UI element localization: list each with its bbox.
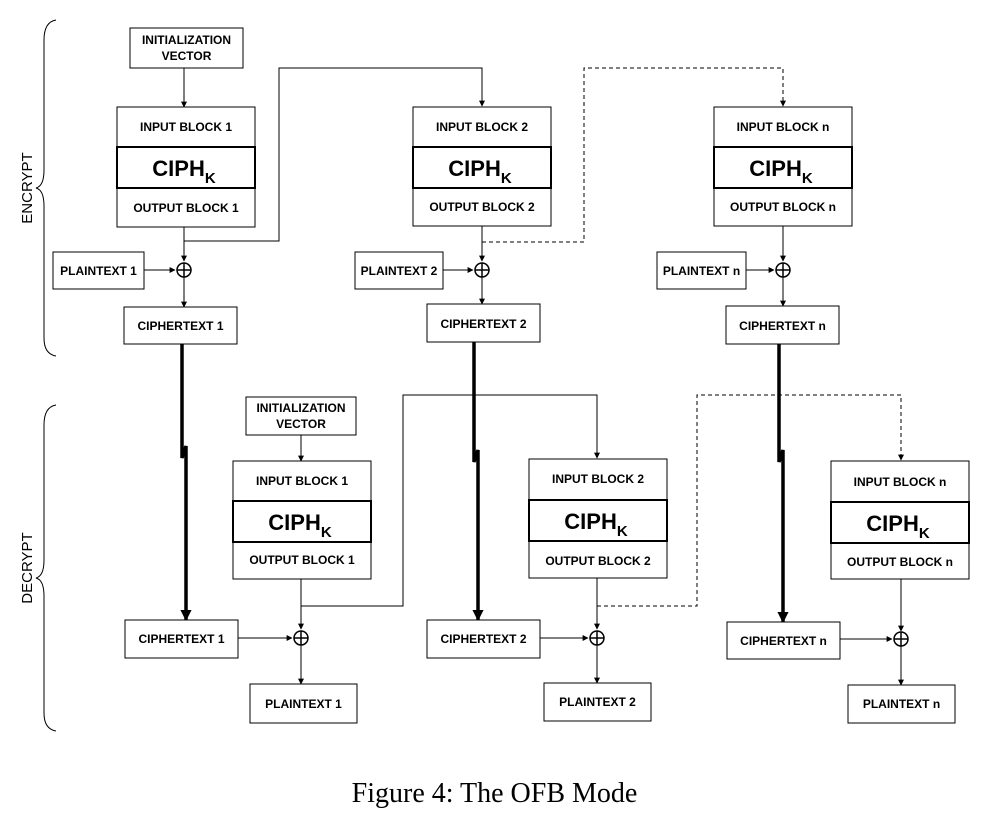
encrypt-ciph-1: CIPHK	[152, 156, 216, 187]
encrypt-plaintext-2-box	[354, 251, 444, 290]
decrypt-iv-line2: VECTOR	[276, 417, 326, 431]
encrypt-label: ENCRYPT	[19, 152, 36, 223]
encrypt-plaintext-n-box	[656, 251, 747, 290]
transmission-line-n	[777, 344, 789, 624]
encrypt-output-block-n: OUTPUT BLOCK n	[730, 200, 836, 214]
xor-icon	[589, 630, 605, 646]
decrypt-brace	[35, 404, 57, 732]
decrypt-output-block-n: OUTPUT BLOCK n	[847, 555, 953, 569]
decrypt-input-block-n: INPUT BLOCK n	[854, 475, 947, 489]
encrypt-ciphertext-n-box	[725, 305, 840, 345]
encrypt-output-block-2: OUTPUT BLOCK 2	[429, 200, 535, 214]
encrypt-ciphertext-n: CIPHERTEXT n	[739, 319, 826, 333]
xor-icon	[893, 631, 909, 647]
figure-caption: Figure 4: The OFB Mode	[351, 778, 638, 809]
decrypt-ciphertext-1-box	[124, 619, 239, 659]
decrypt-plaintext-1-box	[249, 683, 358, 724]
encrypt-iv-line1: INITIALIZATION	[142, 33, 231, 47]
encrypt-output-block-1: OUTPUT BLOCK 1	[133, 201, 239, 215]
decrypt-cipher-block-n: INPUT BLOCK n CIPHK OUTPUT BLOCK n	[830, 460, 970, 580]
decrypt-ciphertext-1: CIPHERTEXT 1	[138, 632, 224, 646]
encrypt-ciphertext-2: CIPHERTEXT 2	[440, 317, 526, 331]
encrypt-ciphertext-1: CIPHERTEXT 1	[137, 319, 223, 333]
encrypt-iv-line2: VECTOR	[162, 49, 212, 63]
encrypt-ciph-2: CIPHK	[448, 156, 512, 187]
decrypt-plaintext-n: PLAINTEXT n	[863, 697, 940, 711]
decrypt-cipher-block-2: INPUT BLOCK 2 CIPHK OUTPUT BLOCK 2	[528, 458, 668, 579]
transmission-line-1	[180, 344, 192, 622]
encrypt-plaintext-n: PLAINTEXT n	[663, 264, 740, 278]
xor-icon	[474, 262, 490, 278]
encrypt-cipher-block-n: INPUT BLOCK n CIPHK OUTPUT BLOCK n	[713, 106, 853, 227]
encrypt-ciphertext-1-box	[123, 306, 238, 345]
decrypt-ciphertext-n: CIPHERTEXT n	[740, 634, 827, 648]
decrypt-output-block-2: OUTPUT BLOCK 2	[545, 554, 651, 568]
decrypt-output-block-1: OUTPUT BLOCK 1	[249, 553, 355, 567]
decrypt-input-block-1: INPUT BLOCK 1	[256, 474, 348, 488]
decrypt-cipher-block-1: INPUT BLOCK 1 CIPHK OUTPUT BLOCK 1	[232, 460, 372, 580]
encrypt-iv-box	[129, 27, 244, 69]
xor-icon	[176, 262, 192, 278]
decrypt-ciphertext-n-box	[726, 621, 841, 660]
encrypt-input-block-2: INPUT BLOCK 2	[436, 120, 528, 134]
decrypt-plaintext-2: PLAINTEXT 2	[559, 695, 636, 709]
encrypt-plaintext-1-box	[52, 251, 145, 290]
decrypt-ciph-2: CIPHK	[564, 509, 628, 540]
xor-icon	[775, 262, 791, 278]
decrypt-plaintext-2-box	[543, 682, 652, 722]
decrypt-plaintext-1: PLAINTEXT 1	[265, 697, 342, 711]
decrypt-ciphertext-2: CIPHERTEXT 2	[440, 632, 526, 646]
transmission-line-2	[472, 342, 484, 622]
encrypt-input-block-1: INPUT BLOCK 1	[140, 120, 232, 134]
encrypt-cipher-block-1: INPUT BLOCK 1 CIPHK OUTPUT BLOCK 1	[116, 106, 256, 228]
encrypt-ciph-n: CIPHK	[749, 156, 813, 187]
encrypt-plaintext-1: PLAINTEXT 1	[60, 264, 137, 278]
decrypt-plaintext-n-box	[847, 684, 956, 724]
encrypt-input-block-n: INPUT BLOCK n	[737, 120, 830, 134]
encrypt-brace	[35, 19, 57, 357]
xor-icon	[293, 630, 309, 646]
decrypt-ciph-1: CIPHK	[268, 510, 332, 541]
decrypt-ciphertext-2-box	[426, 619, 541, 659]
encrypt-cipher-block-2: INPUT BLOCK 2 CIPHK OUTPUT BLOCK 2	[412, 106, 552, 227]
decrypt-ciph-n: CIPHK	[866, 511, 930, 542]
decrypt-label: DECRYPT	[19, 532, 36, 603]
decrypt-iv-line1: INITIALIZATION	[256, 401, 345, 415]
encrypt-plaintext-2: PLAINTEXT 2	[361, 264, 438, 278]
decrypt-input-block-2: INPUT BLOCK 2	[552, 472, 644, 486]
encrypt-ciphertext-2-box	[426, 303, 541, 343]
decrypt-iv-box	[245, 396, 357, 436]
